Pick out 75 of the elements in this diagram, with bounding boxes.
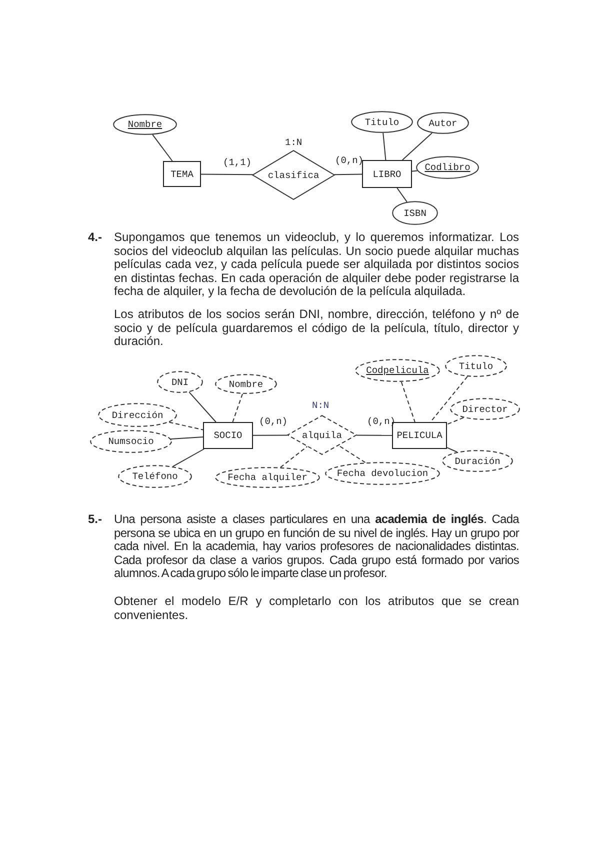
- connector-line: [396, 188, 408, 202]
- connector-line: [280, 446, 308, 468]
- attribute-name: Fecha alquiler: [228, 472, 308, 483]
- attribute-name: Numsocio: [108, 436, 154, 447]
- exercise-paragraph: Los atributos de los socios serán DNI, nombre, dirección, teléfono y nº de socio y de película guardaremos el código de la película, título, director y duración.: [114, 308, 519, 348]
- connector-line: [402, 132, 432, 160]
- cardinality-ratio: N:N: [312, 400, 330, 411]
- connector-line: [430, 376, 468, 422]
- attribute-name: DNI: [171, 376, 189, 388]
- entity-name: SOCIO: [214, 430, 242, 441]
- relationship-name: alquila: [302, 430, 342, 440]
- attribute-name: Nombre: [228, 378, 264, 390]
- attribute-name: Fecha devolucion: [336, 468, 428, 479]
- connector-line: [446, 417, 464, 425]
- entity-name: TEMA: [170, 168, 194, 180]
- entity-box: [362, 160, 412, 188]
- exercise-number: 5.-: [88, 513, 102, 526]
- connector-line: [188, 392, 216, 422]
- attribute-name: Teléfono: [132, 471, 178, 482]
- attribute-name: Codpelicula: [366, 365, 429, 376]
- attribute-ellipse: [215, 467, 320, 488]
- attribute-name: Duración: [454, 456, 500, 466]
- attribute-name: Dirección: [112, 410, 164, 420]
- attribute-name: Autor: [428, 118, 458, 128]
- attribute-name: Codlibro: [424, 162, 470, 173]
- connector-line: [382, 132, 386, 160]
- connector-line: [200, 174, 254, 176]
- attribute-name: Titulo: [458, 360, 494, 372]
- entity-name: PELICULA: [396, 430, 442, 441]
- entity-box: [203, 422, 253, 449]
- attribute-ellipse: [417, 112, 469, 134]
- connector-line: [168, 422, 204, 430]
- exercise-paragraph: Una persona asiste a clases particulares en una academia de inglés. Cada persona se ubica en un grupo en función de su nivel de inglés. Hay un grupo por cada nivel. En la academia, hay varios profesores de nacionalidades distintas. Cada profesor da clase a varios grupos. Cada grupo está formado por varios alumnos. A cada grupo sólo le imparte clase un profesor.: [114, 513, 519, 580]
- attribute-ellipse: [416, 156, 479, 179]
- attribute-ellipse: [355, 359, 440, 382]
- cardinality-ratio: 1:N: [285, 137, 302, 148]
- attribute-ellipse: [351, 111, 413, 133]
- connector-line: [170, 436, 204, 440]
- exercise-number: 4.-: [88, 231, 102, 244]
- attribute-ellipse: [445, 355, 507, 377]
- connector-line: [338, 445, 366, 463]
- connector-line: [152, 134, 173, 162]
- attribute-ellipse: [98, 403, 177, 427]
- attribute-ellipse: [325, 462, 440, 485]
- exercise-paragraph: Supongamos que tenemos un videoclub, y lo queremos informatizar. Los socios del videoclub alquilan las películas. Un socio puede alquilar muchas películas cada vez, y cada película puede ser alquilada por distintos socios en distintas fechas. En cada operación de alquiler debe poder registrarse la fecha de alquiler, y la fecha de devolución de la película alquilada.: [114, 231, 519, 298]
- attribute-name: Nombre: [128, 119, 162, 130]
- attribute-ellipse: [442, 450, 513, 472]
- attribute-ellipse: [113, 114, 177, 135]
- relationship-diamond: [252, 150, 335, 200]
- connector-line: [400, 382, 416, 422]
- exercise-paragraph: Obtener el modelo E/R y completarlo con los atributos que se crean convenientes.: [114, 595, 519, 622]
- relationship-diamond: [287, 415, 357, 455]
- cardinality-label: (1,1): [223, 157, 252, 168]
- connector-line: [412, 170, 418, 172]
- attribute-ellipse: [392, 201, 438, 225]
- entity-box: [163, 161, 201, 187]
- connector-line: [252, 434, 288, 436]
- attribute-name: Director: [462, 404, 508, 414]
- connector-line: [334, 174, 362, 176]
- attribute-name: ISBN: [404, 208, 426, 218]
- attribute-ellipse: [215, 374, 277, 394]
- connector-line: [232, 393, 243, 422]
- relationship-name: clasifica: [268, 170, 320, 180]
- cardinality-label: (0,n): [335, 155, 364, 166]
- entity-box: [392, 422, 447, 449]
- connector-line: [356, 434, 392, 436]
- connector-line: [172, 448, 204, 467]
- connector-line: [446, 447, 458, 452]
- attribute-ellipse: [450, 398, 520, 420]
- entity-name: LIBRO: [372, 168, 402, 180]
- attribute-ellipse: [90, 430, 172, 453]
- attribute-name: Titulo: [364, 116, 400, 128]
- attribute-ellipse: [118, 465, 192, 488]
- attribute-ellipse: [157, 371, 203, 393]
- cardinality-label: (0,n): [259, 416, 288, 427]
